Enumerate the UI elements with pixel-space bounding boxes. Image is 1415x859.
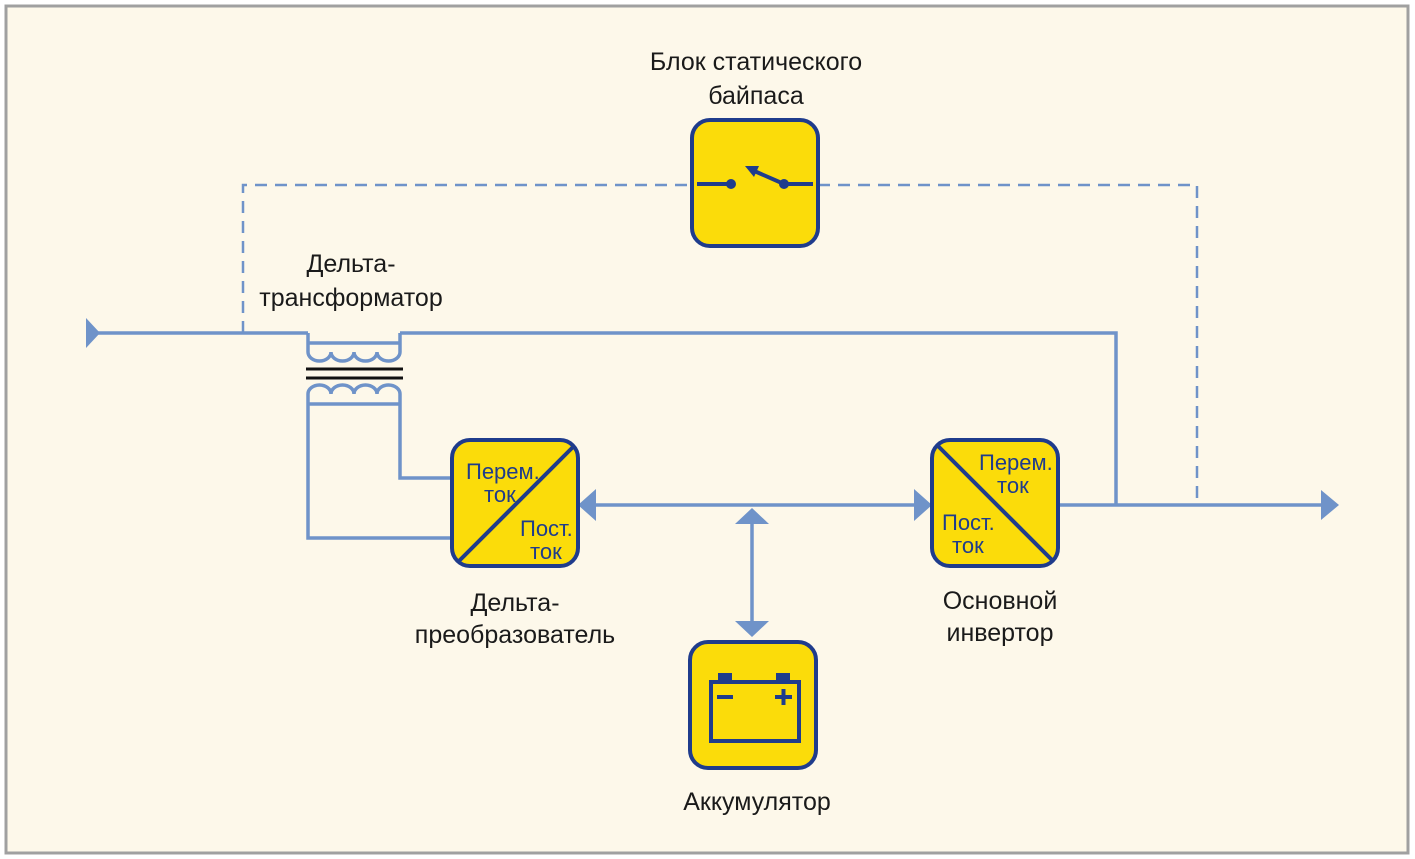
inverter-dc-line2: ток — [952, 533, 984, 558]
battery-box — [688, 640, 818, 770]
inverter-label-line1: Основной — [943, 587, 1058, 615]
inverter-ac-line1: Перем. — [979, 450, 1053, 475]
bus-arrow-left — [578, 489, 596, 521]
switch-icon — [697, 166, 813, 189]
dc-bus — [578, 489, 932, 637]
delta-converter-box: Перем. ток Пост. ток — [450, 438, 580, 568]
main-inverter-box: Перем. ток Пост. ток — [930, 438, 1060, 568]
transformer-label-line1: Дельта- — [306, 250, 395, 278]
transformer-icon — [306, 333, 452, 540]
bypass-label-line1: Блок статического — [650, 48, 862, 76]
converter-dc-line2: ток — [530, 539, 562, 564]
bypass-label-line2: байпаса — [708, 82, 804, 110]
battery-arrow-down — [735, 621, 769, 637]
static-bypass-box — [690, 118, 820, 248]
battery-arrow-up — [735, 508, 769, 524]
transformer-label-line2: трансформатор — [259, 284, 442, 312]
inverter-ac-line2: ток — [997, 473, 1029, 498]
input-line — [86, 318, 1118, 505]
converter-ac-line2: ток — [484, 482, 516, 507]
converter-dc-line1: Пост. — [520, 516, 573, 541]
inverter-dc-line1: Пост. — [942, 510, 995, 535]
inverter-label-line2: инвертор — [946, 619, 1053, 647]
battery-icon — [709, 673, 801, 743]
bypass-path — [241, 183, 1199, 505]
output-arrow — [1321, 490, 1339, 520]
converter-label-line2: преобразователь — [415, 621, 615, 649]
converter-ac-line1: Перем. — [466, 459, 540, 484]
input-arrow — [86, 318, 100, 348]
output-line — [1060, 490, 1339, 520]
bus-arrow-right — [914, 489, 932, 521]
converter-label-line1: Дельта- — [470, 589, 559, 617]
battery-label: Аккумулятор — [683, 788, 831, 816]
